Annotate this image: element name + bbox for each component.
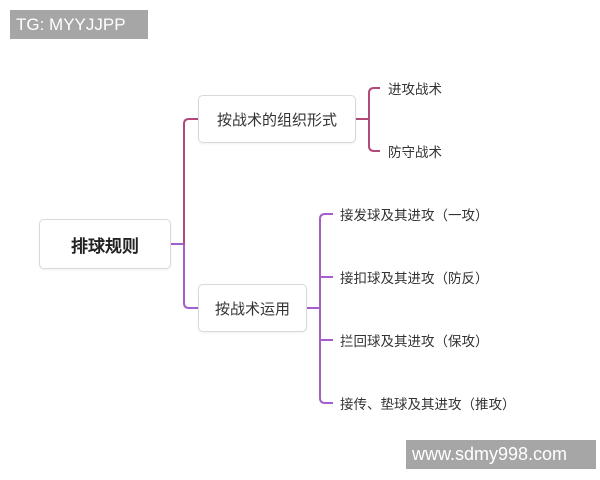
leaf-node-serve-receive-attack[interactable]: 接发球及其进攻（一攻） bbox=[340, 208, 489, 224]
branch-node-organization[interactable]: 按战术的组织形式 bbox=[198, 95, 356, 143]
branch-node-application[interactable]: 按战术运用 bbox=[198, 284, 307, 332]
branch-label: 按战术运用 bbox=[214, 299, 290, 318]
leaf-node-spike-receive-attack[interactable]: 接扣球及其进攻（防反） bbox=[340, 271, 489, 287]
root-node[interactable]: 排球规则 bbox=[39, 219, 171, 269]
leaf-node-block-return-attack[interactable]: 拦回球及其进攻（保攻） bbox=[340, 334, 489, 350]
leaf-node-attack-tactics[interactable]: 进攻战术 bbox=[388, 82, 442, 98]
watermark-bottom: www.sdmy998.com bbox=[406, 440, 596, 469]
leaf-node-pass-dig-attack[interactable]: 接传、垫球及其进攻（推攻） bbox=[340, 397, 516, 413]
watermark-top: TG: MYYJJPP bbox=[10, 10, 148, 39]
leaf-node-defense-tactics[interactable]: 防守战术 bbox=[388, 145, 442, 161]
branch-label: 按战术的组织形式 bbox=[216, 110, 337, 129]
root-label: 排球规则 bbox=[71, 236, 139, 257]
